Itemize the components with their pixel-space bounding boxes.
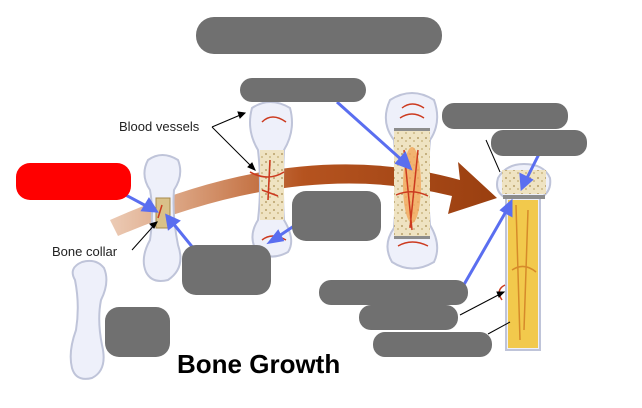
label-mask-3[interactable]: [442, 103, 568, 129]
label-mask-red[interactable]: [16, 163, 131, 200]
mature-bone: [496, 162, 552, 351]
primary-ossification-bone: [249, 101, 293, 258]
cartilage-model: [69, 259, 108, 380]
label-mask-4[interactable]: [491, 130, 587, 156]
diagram-title: Bone Growth: [177, 349, 340, 379]
blood-vessels-label: Blood vessels: [119, 119, 200, 134]
label-mask-2[interactable]: [240, 78, 366, 102]
bone-collar-label: Bone collar: [52, 244, 118, 259]
label-mask-5[interactable]: [292, 191, 381, 241]
label-mask-7[interactable]: [319, 280, 468, 305]
label-mask-6[interactable]: [182, 245, 271, 295]
label-mask-9[interactable]: [359, 305, 458, 330]
label-mask-1[interactable]: [196, 17, 442, 54]
pointer-lines: [131, 111, 511, 335]
secondary-ossification-bone: [384, 92, 439, 270]
label-mask-10[interactable]: [373, 332, 492, 357]
label-mask-8[interactable]: [105, 307, 170, 357]
